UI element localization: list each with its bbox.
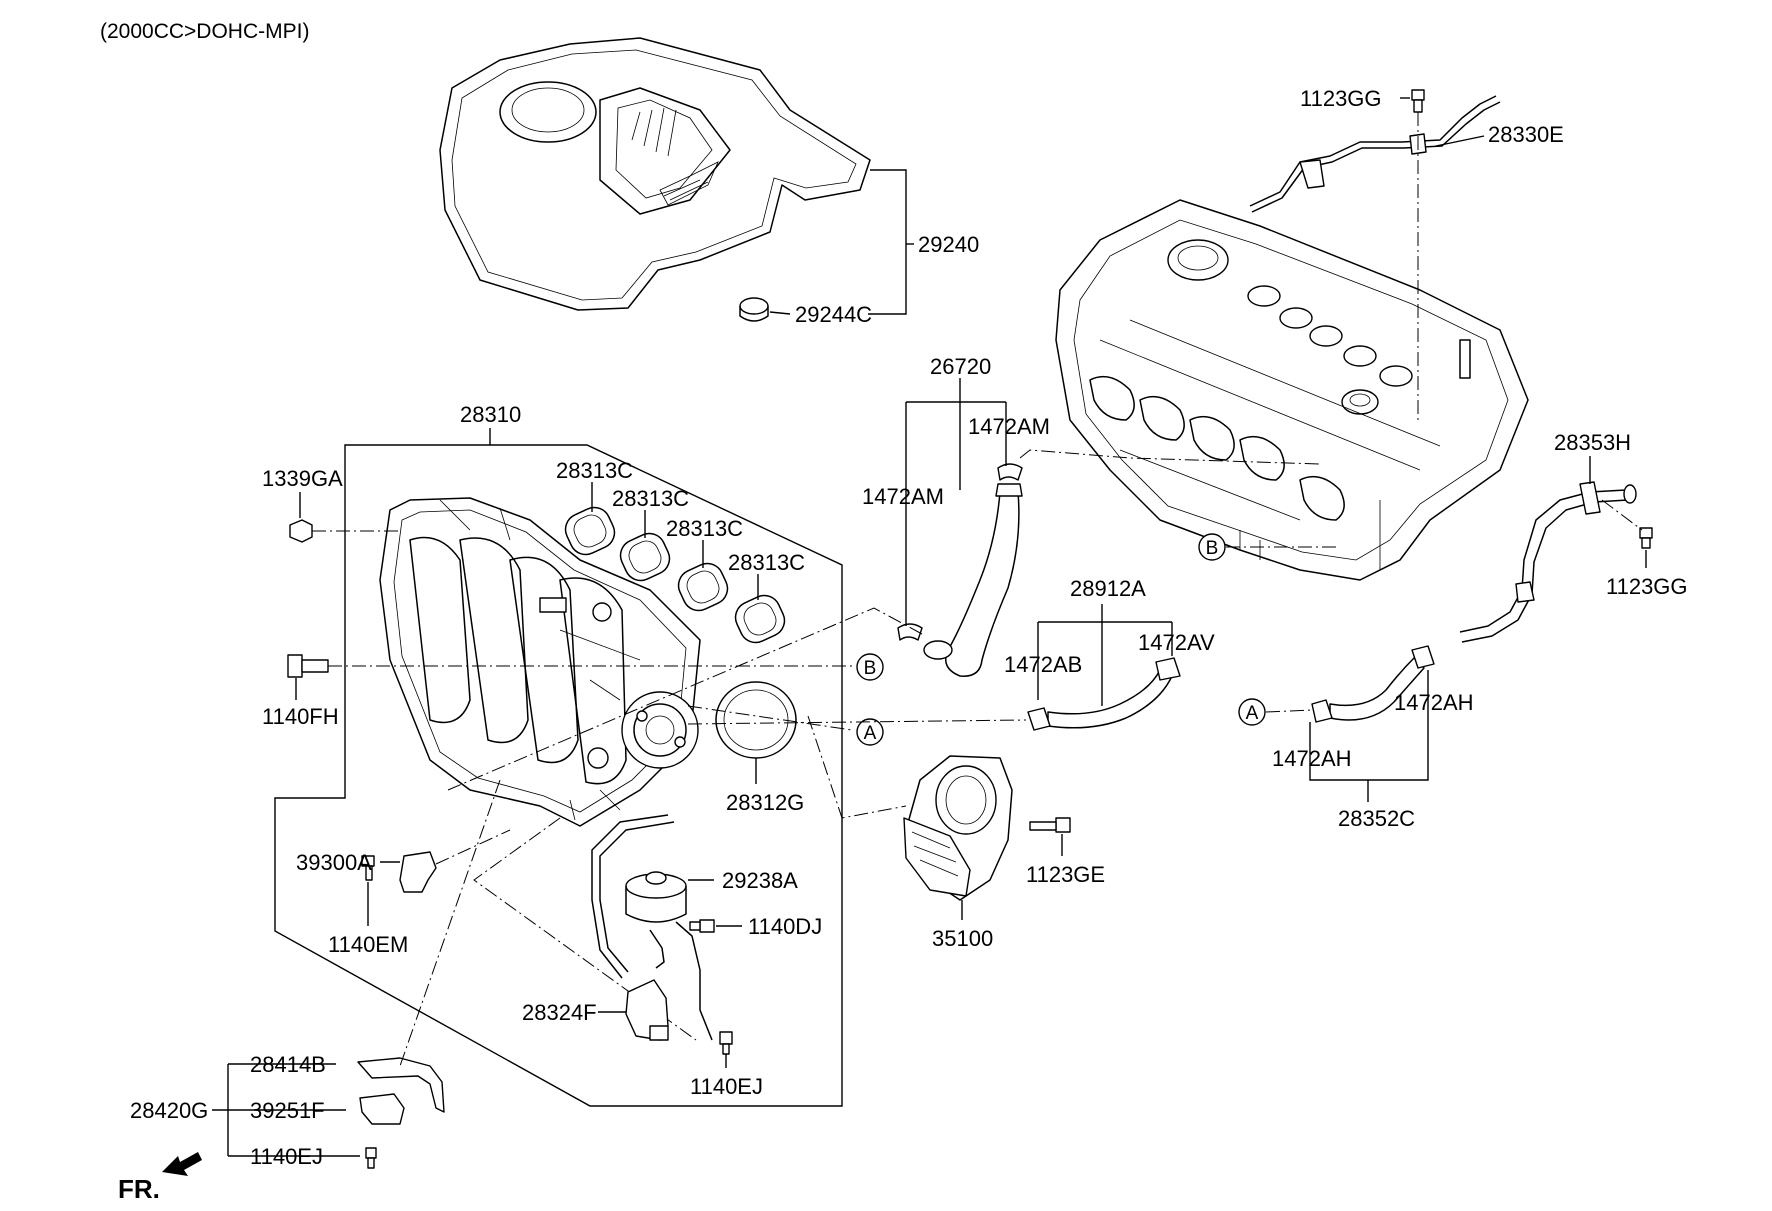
leader-a-right [1265,709,1313,713]
part-label-26720: 26720 [930,354,991,379]
part-label-28313c-3: 28313C [666,516,743,541]
bracket-28414b-drawing [357,1057,445,1113]
leader-1123gg-b-dash [1601,499,1643,531]
hose-26720-drawing [923,483,1023,677]
front-arrow-icon [162,1152,202,1176]
part-label-1472ah-b: 1472AH [1272,746,1352,771]
leader-28420g-bracket [212,1064,229,1156]
engine-cover-drawing [439,37,871,311]
leader-29240-bracket [868,169,907,315]
part-label-28912a: 28912A [1070,576,1146,601]
sensor-39251f-drawing [359,1093,405,1125]
bolt-1123ge-drawing [1029,817,1071,833]
part-label-1339ga: 1339GA [262,466,343,491]
ref-marker-a-right [1238,698,1266,726]
breather-pipe-28330e-drawing [1249,95,1501,213]
leader-28352c-bracket [1309,670,1429,802]
part-label-28324f: 28324F [522,1000,597,1025]
intake-manifold-group-frame [274,444,843,1107]
part-label-39251f: 39251F [250,1098,325,1123]
part-label-28313c-2: 28313C [612,486,689,511]
part-label-28313c-4: 28313C [728,550,805,575]
leader-manifold-to-a [687,705,853,731]
leader-26720-bracket [905,378,1007,626]
part-label-35100: 35100 [932,926,993,951]
front-marker-label: FR. [118,1174,160,1204]
part-label-1123gg-a: 1123GG [1300,86,1382,111]
bolt-1140fh-drawing [287,654,329,678]
throttle-body-35100-drawing [903,755,1013,901]
oil-cap-29244c-drawing [739,297,769,322]
ref-marker-b-right [1198,533,1226,561]
clamp-1472am-b-drawing [997,463,1023,481]
ref-marker-a-left-text: A [864,723,877,744]
sensor-39300a-drawing [361,851,437,893]
ref-marker-a-left [856,718,884,746]
part-label-28310: 28310 [460,402,521,427]
water-pipe-28353h-drawing [1459,481,1637,643]
gasket-28313c-drawing [564,506,786,644]
part-label-1140em: 1140EM [328,932,408,957]
leader-solenoid-dash [473,817,697,1041]
part-label-29238a: 29238A [722,868,798,893]
hose-28912a-drawing [1027,657,1181,731]
part-label-1472ah-a: 1472AH [1394,690,1474,715]
leader-28912a-bracket [1037,604,1173,706]
ref-marker-a-right-text: A [1246,703,1259,724]
leader-28912a-to-manifold [687,719,1027,725]
hose-28352c-drawing [1311,645,1435,723]
intake-manifold-drawing [379,497,701,827]
bolt-1140ej-a-drawing [719,1031,733,1055]
leader-hose-to-manifold [447,607,923,791]
part-label-1140fh: 1140FH [262,704,339,729]
part-label-1123gg-b: 1123GG [1606,574,1688,599]
ref-marker-b-left [856,653,884,681]
part-label-1472am-a: 1472AM [862,484,944,509]
leader-39300a-dash [435,829,511,865]
part-label-1472am-b: 1472AM [968,414,1050,439]
purge-valve-29238a-drawing [625,871,713,1041]
engine-spec-header: (2000CC>DOHC-MPI) [100,20,309,43]
part-label-29240: 29240 [918,232,979,257]
part-label-1472ab: 1472AB [1004,652,1082,677]
bolt-1140ej-b-drawing [365,1147,377,1169]
leader-hose-to-head [1019,449,1321,465]
part-label-1140ej-a: 1140EJ [690,1074,763,1099]
leader-throttle-dash [807,715,907,819]
vacuum-hose-edge-drawing [599,821,675,973]
part-label-28313c-1: 28313C [556,458,633,483]
leader-29244c [769,311,791,315]
leader-28313c [591,482,759,600]
part-label-28352c: 28352C [1338,806,1415,831]
part-label-1472av: 1472AV [1138,630,1215,655]
part-label-28330e: 28330E [1488,122,1564,147]
leader-28330e [1435,135,1485,147]
part-label-28414b: 28414B [250,1052,326,1077]
part-label-1140dj: 1140DJ [748,914,822,939]
bolt-1140dj-drawing [689,919,715,933]
part-label-28312g: 28312G [726,790,804,815]
leader-bracket-dash [399,779,501,1067]
part-label-1123ge: 1123GE [1026,862,1105,887]
part-label-1140ej-b: 1140EJ [250,1144,323,1169]
part-label-29244c: 29244C [795,302,872,327]
ref-marker-b-right-text: B [1206,538,1219,559]
ref-marker-b-left-text: B [864,658,877,679]
part-label-28353h: 28353H [1554,430,1631,455]
cylinder-head-drawing [1055,199,1529,581]
bolt-1339ga-drawing [289,519,313,543]
part-label-28420g: 28420G [130,1098,208,1123]
part-label-39300a: 39300A [296,850,372,875]
vacuum-hose-drawing [591,814,669,979]
bolt-1123gg-a-drawing [1411,89,1425,113]
solenoid-28324f-drawing [625,979,669,1041]
bolt-1123gg-b-drawing [1639,527,1653,549]
